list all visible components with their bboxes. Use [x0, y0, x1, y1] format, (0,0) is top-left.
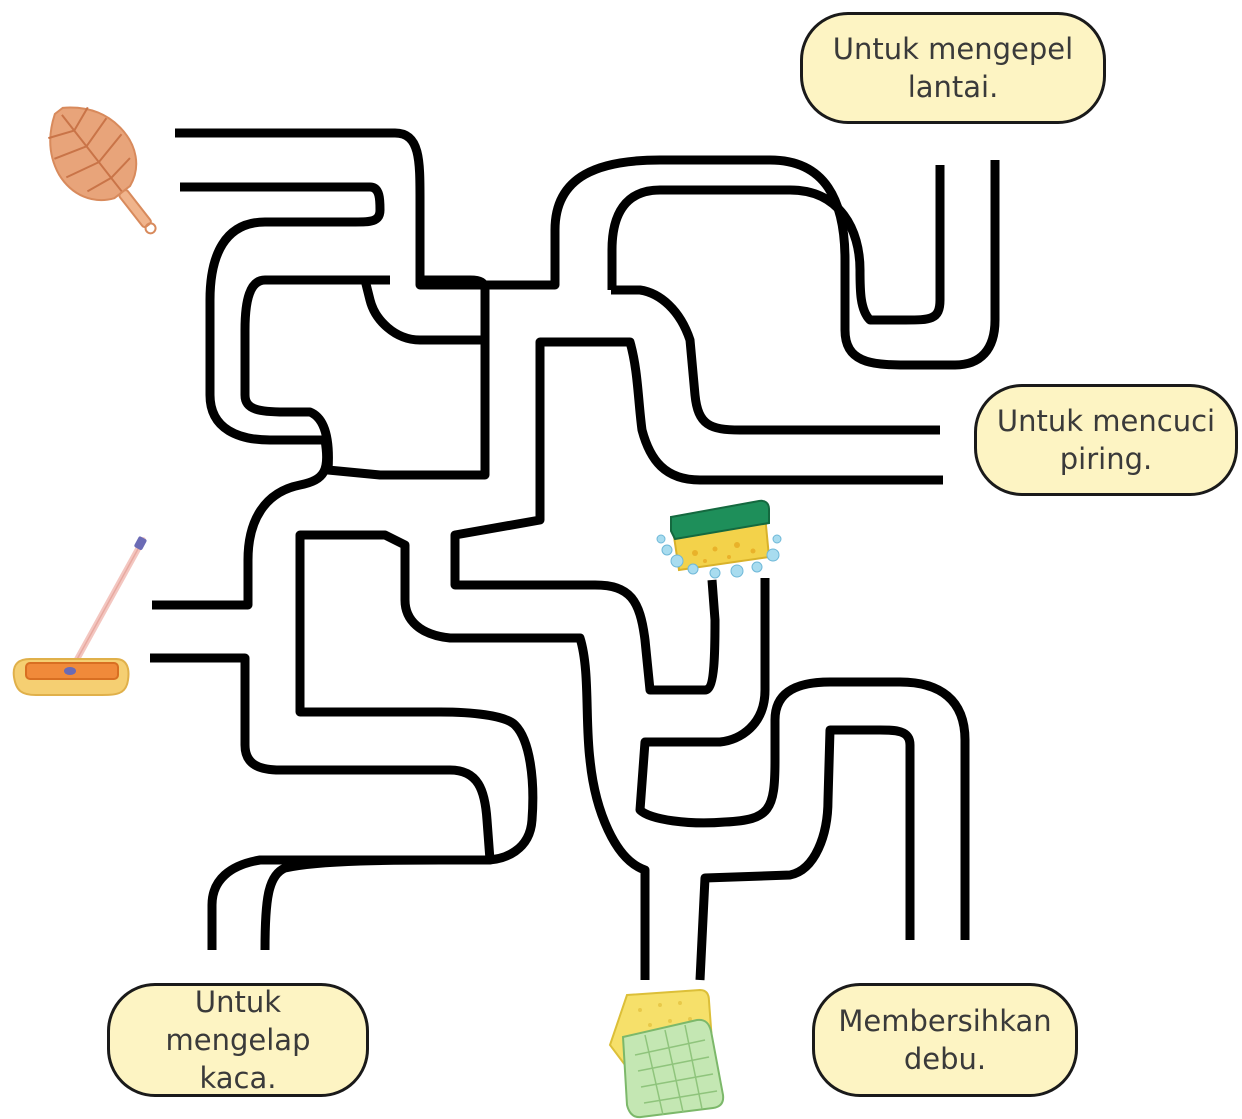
- cleaning-cloth-icon: [608, 988, 725, 1119]
- maze-path-mop-upper: [150, 653, 495, 951]
- floor-mop-icon: [12, 536, 147, 696]
- label-wipe-glass: Untuk mengelap kaca.: [107, 983, 369, 1097]
- label-mop-floor: Untuk mengepel lantai.: [800, 12, 1106, 124]
- label-mop-floor-text: Untuk mengepel lantai.: [832, 31, 1074, 104]
- maze-path-center-f: [695, 725, 915, 981]
- maze-path-center-g: [420, 275, 490, 340]
- maze-path-duster-outer: [175, 128, 1000, 370]
- label-clean-dust-text: Membersihkan debu.: [838, 1003, 1052, 1076]
- label-wash-dishes: Untuk mencuci piring.: [974, 384, 1238, 496]
- label-clean-dust: Membersihkan debu.: [812, 983, 1078, 1097]
- maze-path-center-b: [607, 165, 945, 325]
- maze-path-center-e: [635, 578, 970, 940]
- maze-path-duster-inner: [152, 182, 385, 610]
- feather-duster-icon: [48, 106, 157, 235]
- dish-sponge-icon: [656, 499, 782, 579]
- maze-path-center-a: [611, 285, 940, 435]
- label-wash-dishes-text: Untuk mencuci piring.: [996, 403, 1216, 476]
- label-wipe-glass-text: Untuk mengelap kaca.: [165, 984, 311, 1096]
- maze-path-center-c: [450, 337, 943, 695]
- maze-path-mop-lower: [207, 530, 650, 980]
- maze-path-center-d: [240, 275, 490, 480]
